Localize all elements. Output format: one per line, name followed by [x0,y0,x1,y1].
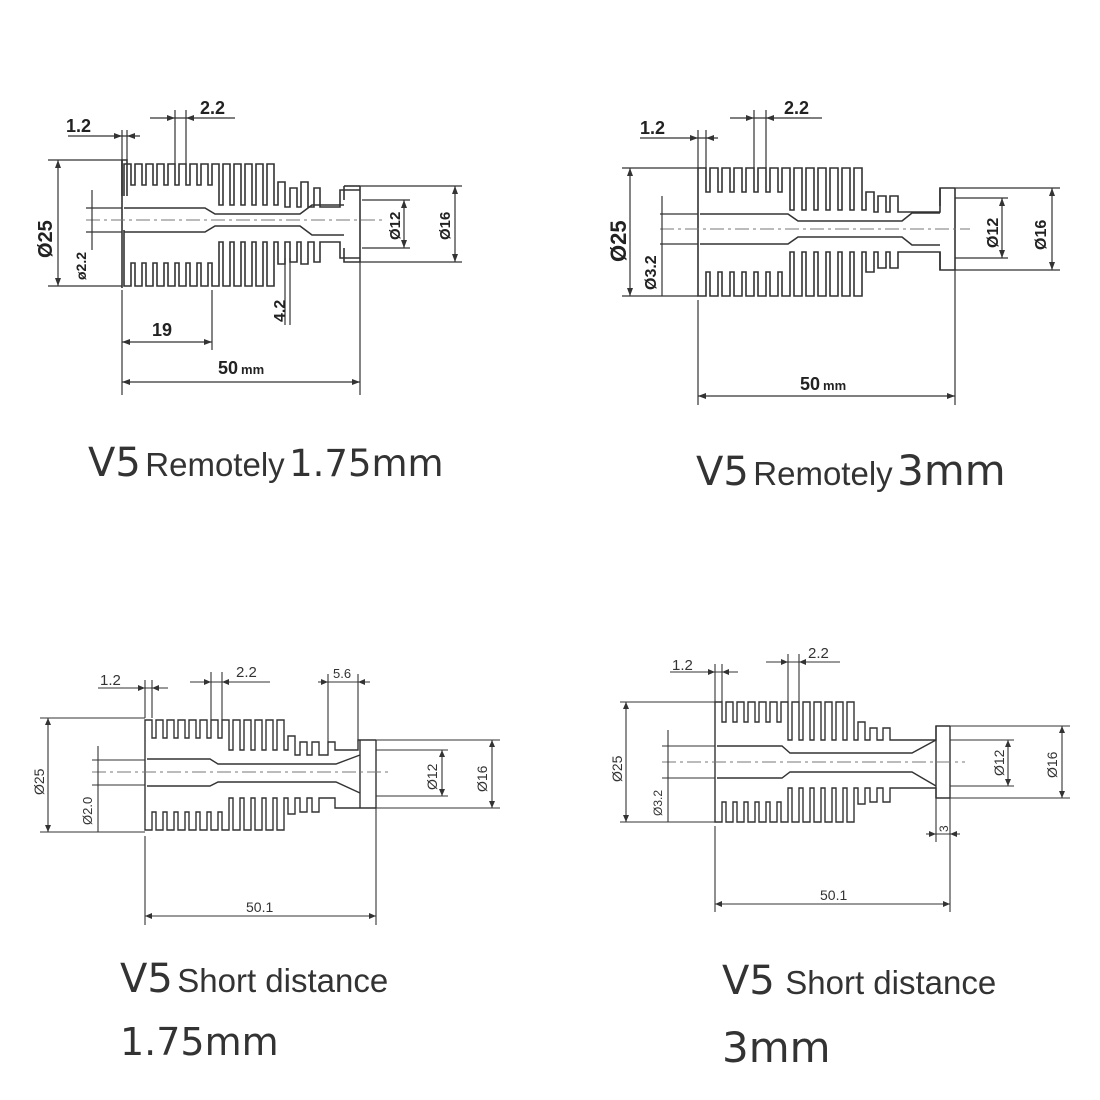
heatsink-drawing: 1.2 2.2 Ø25 Ø3.2 Ø12 Ø16 3 50.1 [609,645,1070,912]
caption: V5 Remotely 3mm [696,446,1006,495]
caption: V5 Short distance 1.75mm [120,952,388,1069]
dim-nozzle-outer: Ø16 [474,765,490,792]
dim-top-fin: 2.2 [200,98,225,118]
dim-total-length: 50.1 [246,899,273,915]
dim-nozzle-inner: Ø12 [991,749,1007,776]
caption-label: Remotely [145,446,285,483]
dim-nozzle-outer: Ø16 [437,212,454,240]
dim-bore-dia: Ø3.2 [651,790,665,816]
caption: V5 Short distance 3mm [722,952,996,1077]
caption-version: V5 [696,449,749,495]
caption-version: V5 [120,956,173,1002]
caption-label: Remotely [753,455,893,492]
caption-label: Short distance [785,964,997,1001]
dim-nozzle-outer: Ø16 [1033,220,1050,250]
dim-length-19: 19 [152,320,172,340]
caption-size: 3mm [722,1023,831,1072]
dim-bore-dia: Ø2.0 [80,797,95,825]
dim-outer-dia: Ø25 [606,220,631,262]
dim-outer-dia: Ø25 [609,755,625,782]
caption-size: 1.75mm [289,442,444,485]
dim-top-left: 1.2 [100,672,121,689]
caption-version: V5 [88,440,141,486]
dim-nozzle-inner: Ø12 [985,218,1002,248]
caption: V5 Remotely 1.75mm [88,440,444,486]
heatsink-drawing: 1.2 2.2 5.6 Ø25 Ø2.0 Ø12 Ø16 50.1 [31,664,500,925]
dim-small-gap: 4.2 [272,300,289,322]
dim-total-length: 50.1 [820,887,847,903]
dim-top-left: 1.2 [640,118,665,138]
dim-top-left: 1.2 [66,116,91,136]
dim-nozzle-inner: Ø12 [387,212,404,240]
dim-nozzle-inner: Ø12 [424,763,440,790]
dim-small-gap: 3 [937,825,951,832]
dim-top-left: 1.2 [672,657,693,674]
dim-outer-dia: Ø25 [35,220,57,258]
dim-bore-dia: ø2.2 [73,252,89,280]
dim-nozzle-outer: Ø16 [1044,751,1060,778]
drawing-v5-short-175: 1.2 2.2 5.6 Ø25 Ø2.0 Ø12 Ø16 50.1 V5 Sho… [0,550,550,1100]
caption-size: 1.75mm [120,1020,279,1064]
caption-size: 3mm [897,446,1006,495]
drawing-v5-short-3: 1.2 2.2 Ø25 Ø3.2 Ø12 Ø16 3 50.1 V5 Short… [550,550,1100,1100]
dim-bore-dia: Ø3.2 [643,255,660,290]
dim-top-right: 5.6 [333,666,351,681]
dim-top-fin: 2.2 [784,98,809,118]
caption-version: V5 [722,958,775,1004]
caption-label: Short distance [177,962,389,999]
dim-top-fin: 2.2 [808,645,829,662]
dim-outer-dia: Ø25 [31,768,47,795]
dim-top-fin: 2.2 [236,664,257,681]
